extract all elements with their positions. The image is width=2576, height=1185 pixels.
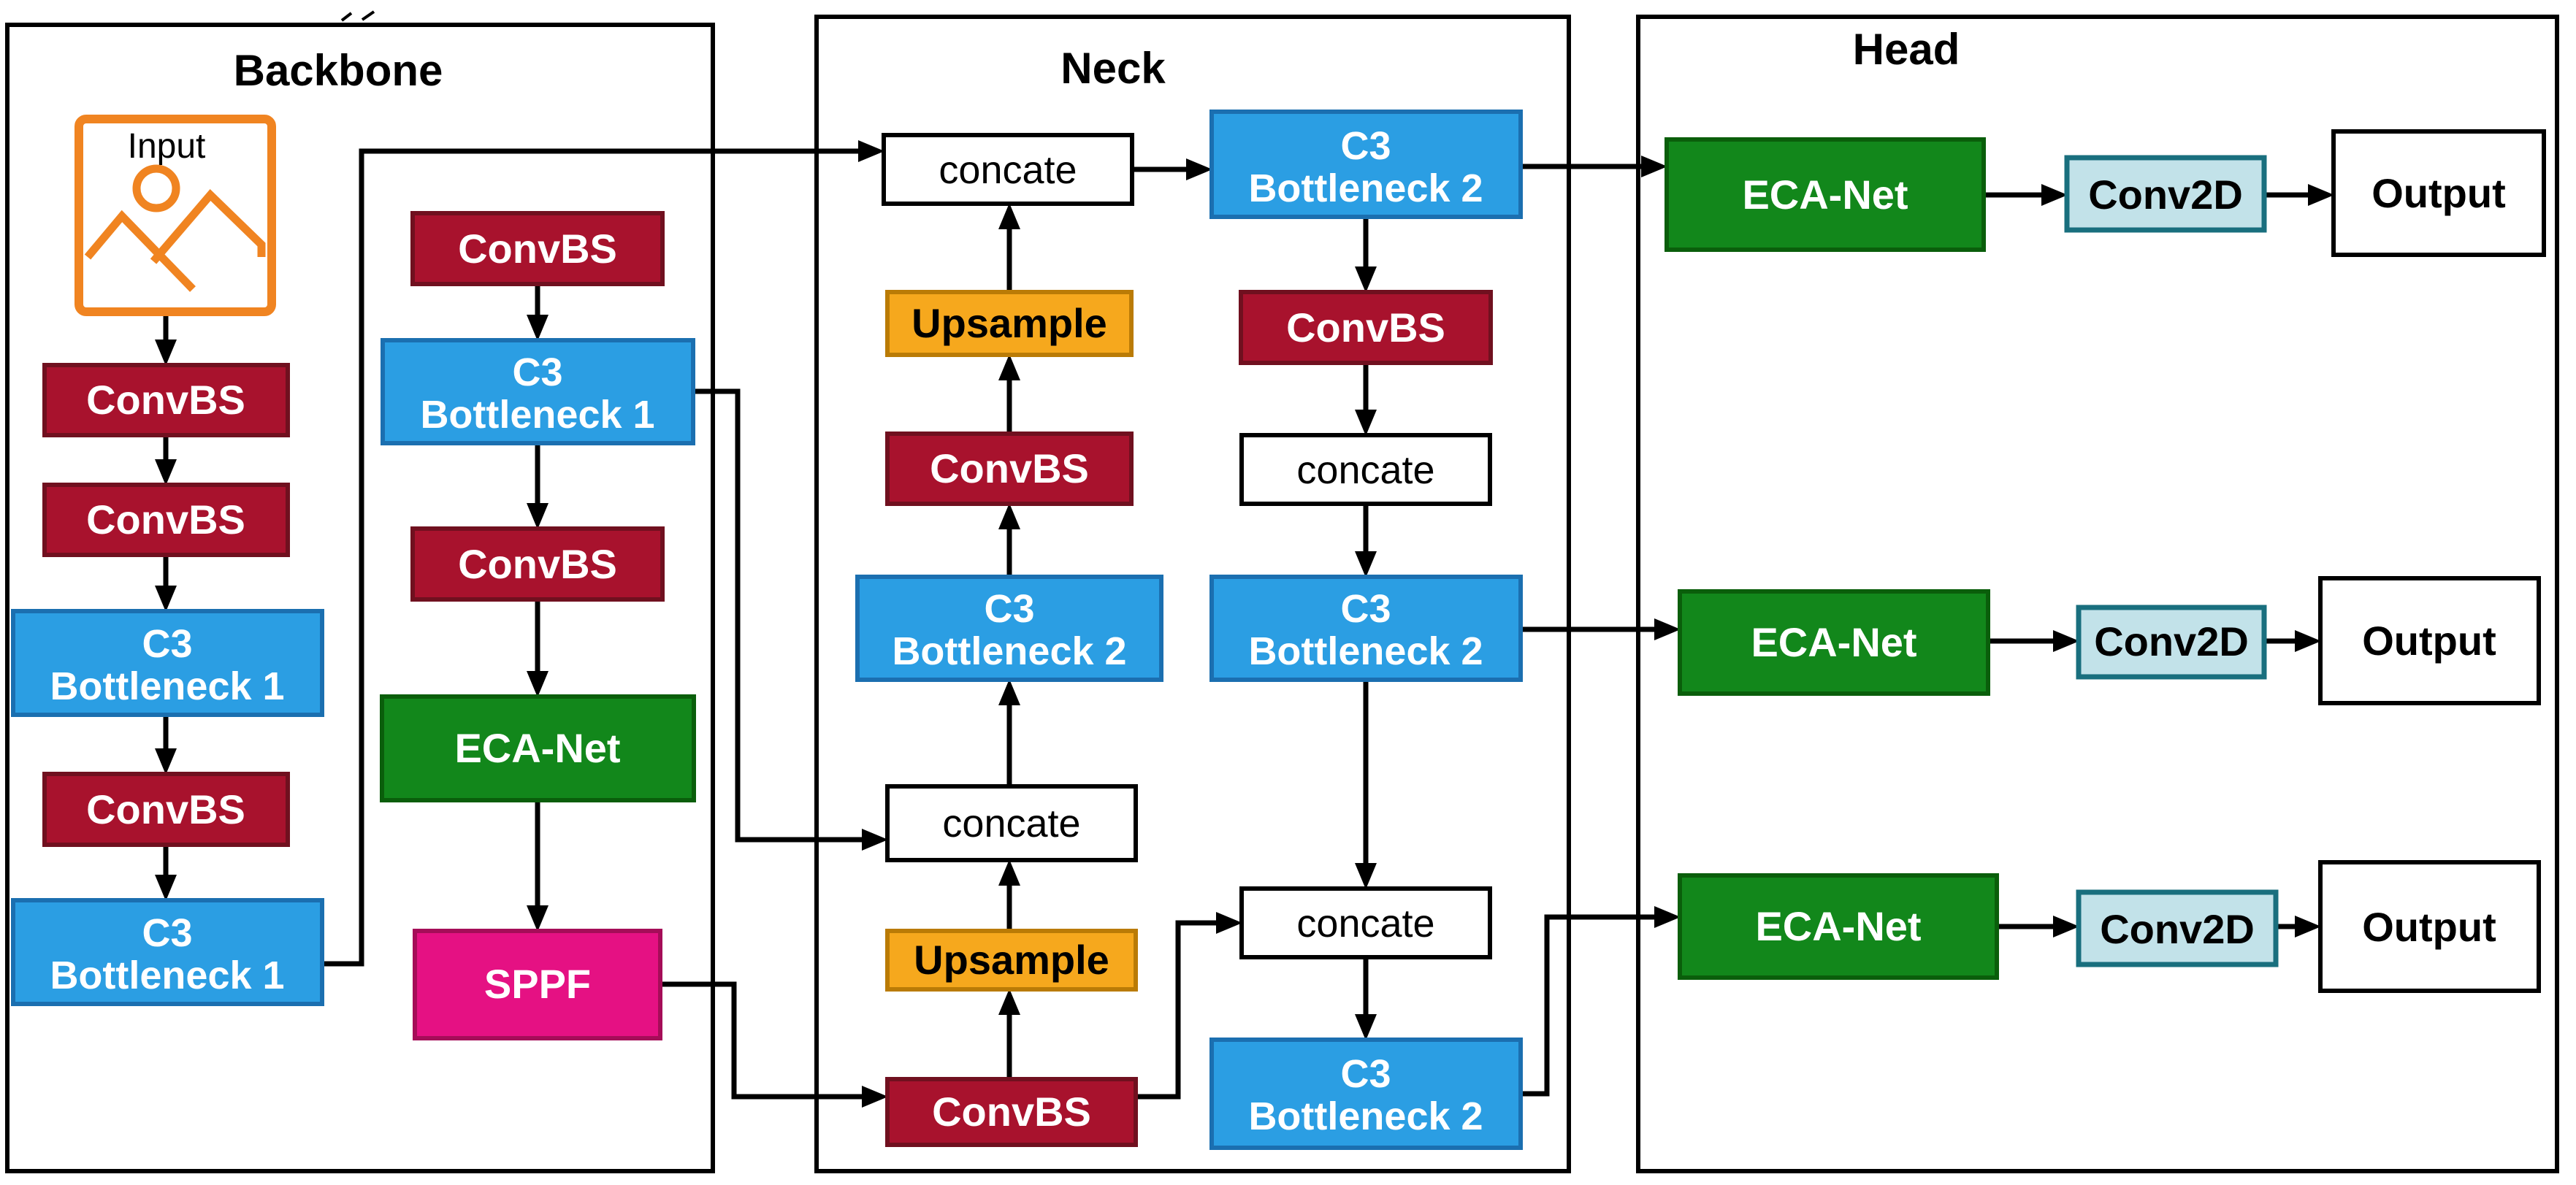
node-c3-bottleneck2-rm: C3 Bottleneck 2: [1209, 575, 1523, 682]
svg-text:Bottleneck 2: Bottleneck 2: [1248, 1094, 1483, 1138]
svg-text:C3: C3: [512, 350, 562, 394]
node-convbs-4: ConvBS: [410, 211, 665, 286]
skip-c3bn1b-to-concate-top: [322, 140, 884, 967]
svg-text:ConvBS: ConvBS: [86, 786, 245, 832]
node-sppf: SPPF: [413, 929, 662, 1040]
svg-text:concate: concate: [939, 148, 1077, 192]
node-c3-bottleneck1-c: C3 Bottleneck 1: [381, 338, 695, 445]
input-image-frame: [74, 115, 276, 316]
svg-text:Output: Output: [2362, 618, 2496, 664]
svg-text:C3: C3: [142, 622, 192, 666]
flow-arrows: [155, 140, 2334, 1108]
svg-text:C3: C3: [1340, 124, 1391, 168]
node-conv2d-row3: Conv2D: [2076, 889, 2279, 967]
head-title: Head: [1853, 25, 1960, 74]
node-upsample-top: Upsample: [885, 290, 1134, 357]
node-input: Input: [74, 115, 276, 316]
svg-text:Bottleneck 2: Bottleneck 2: [1248, 166, 1483, 210]
svg-text:Bottleneck 2: Bottleneck 2: [1248, 629, 1483, 673]
svg-text:ConvBS: ConvBS: [1286, 304, 1445, 350]
svg-text:concate: concate: [1296, 902, 1434, 946]
skip-c3bn1c-to-concate-mid: [693, 388, 888, 851]
node-convbs-3: ConvBS: [42, 772, 290, 847]
svg-text:C3: C3: [142, 911, 192, 955]
node-concate-bottom: concate: [1239, 886, 1492, 959]
svg-text:Bottleneck 2: Bottleneck 2: [892, 629, 1126, 673]
svg-text:concate: concate: [1296, 448, 1434, 492]
svg-text:Upsample: Upsample: [914, 937, 1109, 983]
head-box: [1636, 15, 2559, 1173]
backbone-section: Backbone: [5, 23, 715, 1173]
svg-text:Output: Output: [2371, 170, 2505, 216]
svg-text:C3: C3: [1340, 587, 1391, 631]
neck-title: Neck: [1060, 44, 1166, 93]
node-concate-top: concate: [882, 133, 1134, 206]
backbone-box: [5, 23, 715, 1173]
head-section: Head: [1636, 15, 2559, 1173]
node-concate-mid: concate: [885, 784, 1138, 862]
svg-text:Upsample: Upsample: [911, 300, 1107, 346]
node-output-row3: Output: [2318, 860, 2541, 993]
node-upsample-bottom: Upsample: [885, 929, 1138, 992]
node-c3-bottleneck2-left: C3 Bottleneck 2: [855, 575, 1163, 682]
node-c3-bottleneck2-rb: C3 Bottleneck 2: [1209, 1038, 1523, 1150]
node-conv2d-row2: Conv2D: [2076, 605, 2267, 680]
svg-text:SPPF: SPPF: [484, 961, 591, 1007]
svg-text:Bottleneck 1: Bottleneck 1: [420, 393, 654, 437]
svg-text:ConvBS: ConvBS: [458, 541, 617, 587]
neck-section: Neck: [814, 15, 1571, 1173]
svg-text:concate: concate: [942, 802, 1080, 845]
node-c3-bottleneck1-b: C3 Bottleneck 1: [11, 898, 324, 1006]
svg-text:Conv2D: Conv2D: [2088, 172, 2243, 218]
node-convbs-neck-1: ConvBS: [885, 432, 1134, 506]
node-output-row1: Output: [2331, 129, 2546, 257]
svg-text:ECA-Net: ECA-Net: [454, 725, 620, 771]
svg-text:ECA-Net: ECA-Net: [1751, 619, 1916, 665]
svg-text:C3: C3: [1340, 1052, 1391, 1096]
node-convbs-neck-right: ConvBS: [1239, 290, 1493, 365]
svg-text:Conv2D: Conv2D: [2094, 618, 2249, 664]
node-c3-bottleneck2-rt: C3 Bottleneck 2: [1209, 110, 1523, 219]
svg-text:ConvBS: ConvBS: [932, 1089, 1091, 1135]
node-conv2d-row1: Conv2D: [2064, 155, 2267, 233]
node-convbs-5: ConvBS: [410, 526, 665, 602]
svg-text:Bottleneck 1: Bottleneck 1: [50, 664, 284, 708]
node-ecanet-backbone: ECA-Net: [380, 694, 696, 802]
backbone-title: Backbone: [234, 46, 443, 95]
node-output-row2: Output: [2318, 576, 2541, 705]
svg-text:ConvBS: ConvBS: [458, 226, 617, 272]
node-ecanet-row2: ECA-Net: [1678, 589, 1990, 696]
svg-text:ConvBS: ConvBS: [86, 377, 245, 423]
svg-text:C3: C3: [984, 587, 1034, 631]
neck-box: [814, 15, 1571, 1173]
svg-text:ConvBS: ConvBS: [930, 445, 1089, 491]
svg-text:Conv2D: Conv2D: [2100, 906, 2255, 952]
svg-text:Bottleneck 1: Bottleneck 1: [50, 954, 284, 997]
svg-text:ConvBS: ConvBS: [86, 496, 245, 542]
arrow-c3bn2rb-to-eca3: [1521, 906, 1681, 1097]
svg-text:ECA-Net: ECA-Net: [1755, 903, 1921, 949]
stray-mark: [340, 10, 375, 22]
node-convbs-neck-2: ConvBS: [885, 1077, 1138, 1147]
node-c3-bottleneck1-a: C3 Bottleneck 1: [11, 609, 324, 717]
input-label: Input: [128, 127, 206, 166]
skip-convbs-to-concate-bottom: [1136, 912, 1242, 1100]
node-convbs-2: ConvBS: [42, 483, 290, 557]
image-placeholder-icon: [84, 164, 266, 292]
svg-text:Output: Output: [2362, 904, 2496, 950]
node-concate-right: concate: [1239, 433, 1492, 506]
node-ecanet-row3: ECA-Net: [1678, 873, 1999, 980]
node-ecanet-row1: ECA-Net: [1665, 137, 1986, 252]
skip-sppf-to-convbs-neck: [660, 981, 888, 1108]
svg-text:ECA-Net: ECA-Net: [1742, 172, 1908, 218]
node-convbs-1: ConvBS: [42, 363, 290, 437]
